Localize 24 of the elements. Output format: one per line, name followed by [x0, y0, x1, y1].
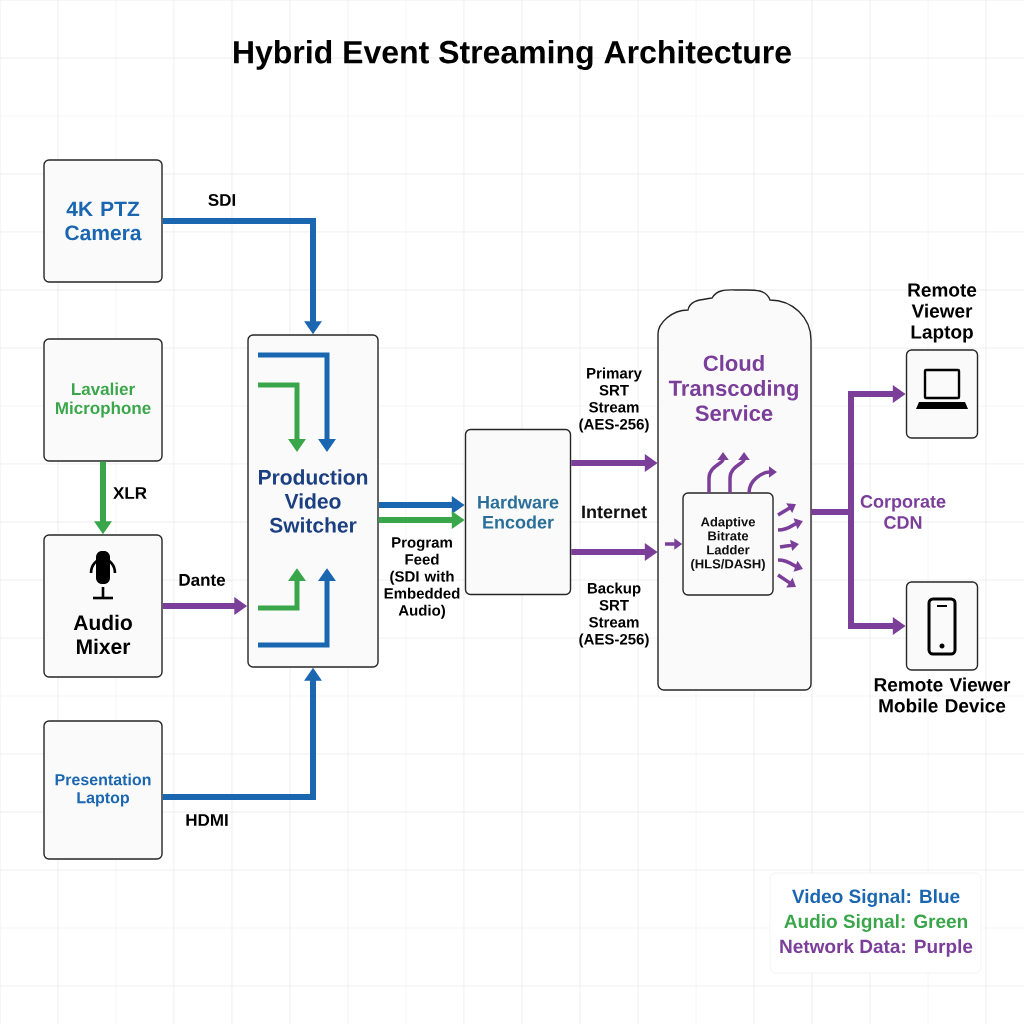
- mixer-box: Audio Mixer: [43, 534, 163, 678]
- legend-entry: Network Data: Purple: [780, 939, 973, 957]
- note-label: Internet: [582, 505, 647, 519]
- encoder-box: Hardware Encoder: [464, 428, 572, 596]
- legend-entry: Video Signal: Blue: [792, 889, 960, 907]
- phone-device-box: Remote Viewer Mobile Device: [874, 581, 1011, 713]
- laptop-box: Presentation Laptop: [43, 720, 163, 860]
- edge-label: Primary SRT Stream (AES-256): [579, 367, 649, 433]
- ladder-box: Adaptive Bitrate Ladder (HLS/DASH): [682, 492, 774, 596]
- edge-label: Program Feed (SDI with Embedded Audio): [384, 537, 460, 619]
- switcher-box: Production Video Switcher: [247, 334, 379, 668]
- edge-label: Dante: [179, 574, 226, 586]
- node-label: Remote Viewer Laptop: [908, 283, 977, 343]
- laptop-device-box: Remote Viewer Laptop: [905, 283, 979, 439]
- microphone-box: Lavalier Microphone: [43, 338, 163, 462]
- edge-label: HDMI: [186, 814, 228, 826]
- edge-label: SDI: [208, 194, 236, 206]
- camera-box: 4K PTZ Camera: [43, 159, 163, 283]
- edge-label: XLR: [113, 487, 147, 499]
- edge-label: Backup SRT Stream (AES-256): [579, 582, 649, 648]
- legend-entry: Audio Signal: Green: [784, 914, 968, 932]
- note-label: Corporate CDN: [860, 495, 946, 529]
- diagram-title: Hybrid Event Streaming Architecture: [234, 40, 791, 70]
- node-label: Remote Viewer Mobile Device: [874, 677, 1011, 713]
